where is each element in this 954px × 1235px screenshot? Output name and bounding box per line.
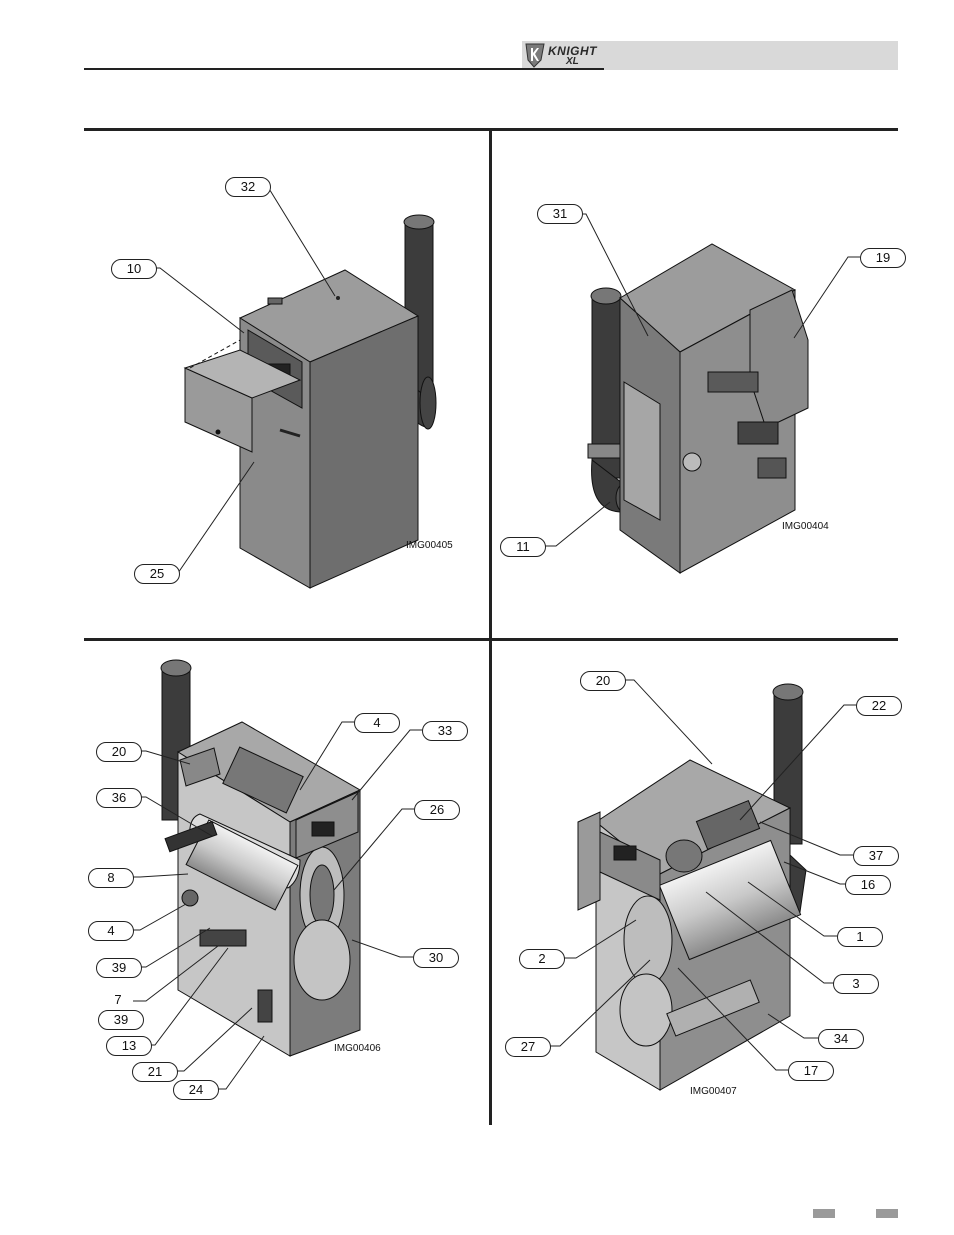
callout-16: 16 [845,875,891,895]
image-id-tr: IMG00404 [782,521,829,532]
knight-xl-logo [525,43,545,68]
callout-10: 10 [111,259,157,279]
callout-25: 25 [134,564,180,584]
callout-39-upper: 39 [96,958,142,978]
callout-7: 7 [114,992,122,1007]
header-band [522,41,898,70]
boiler-front-closed [183,214,437,589]
callout-24: 24 [173,1080,219,1100]
callout-34: 34 [818,1029,864,1049]
callout-20-bl: 20 [96,742,142,762]
callout-36: 36 [96,788,142,808]
callout-11: 11 [500,537,546,557]
callout-37: 37 [853,846,899,866]
callout-27: 27 [505,1037,551,1057]
image-id-bl: IMG00406 [334,1043,381,1054]
callout-22: 22 [856,696,902,716]
boiler-rear-open [577,683,807,1091]
callout-17: 17 [788,1061,834,1081]
callout-21: 21 [132,1062,178,1082]
callout-2: 2 [519,949,565,969]
callout-33: 33 [422,721,468,741]
image-id-br: IMG00407 [690,1086,737,1097]
callout-3: 3 [833,974,879,994]
callout-31: 31 [537,204,583,224]
callout-19: 19 [860,248,906,268]
header-rule [84,68,604,70]
top-panel-rule [84,128,898,131]
image-id-tl: IMG00405 [406,540,453,551]
callout-4-left: 4 [88,921,134,941]
callout-1: 1 [837,927,883,947]
callout-26: 26 [414,800,460,820]
boiler-rear-closed [587,243,809,574]
callout-4-top: 4 [354,713,400,733]
callout-30: 30 [413,948,459,968]
callout-13: 13 [106,1036,152,1056]
logo-sub-wordmark: XL [566,56,579,67]
logo-wordmark: KNIGHT [548,44,597,58]
footer-marker-right [876,1209,898,1218]
callout-20-br: 20 [580,671,626,691]
callout-8: 8 [88,868,134,888]
callout-32: 32 [225,177,271,197]
boiler-front-open [160,659,362,1057]
callout-39-lower: 39 [98,1010,144,1030]
footer-marker-left [813,1209,835,1218]
center-divider [489,130,492,1125]
